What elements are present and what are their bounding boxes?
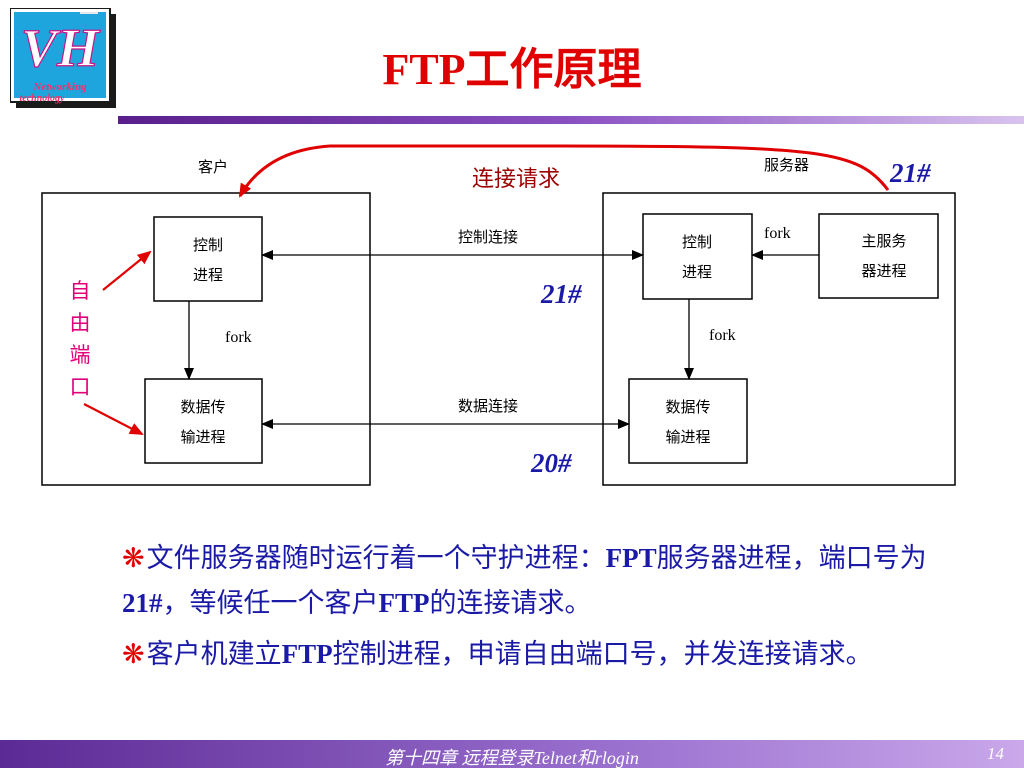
connection-request-arrow bbox=[238, 144, 890, 198]
server-control-line2: 进程 bbox=[682, 263, 712, 281]
client-data-line1: 数据传 bbox=[180, 398, 225, 416]
port-label-data: 20# bbox=[530, 448, 572, 478]
master-line1: 主服务 bbox=[861, 232, 906, 250]
bullet-text: ，等候任一个客户 bbox=[162, 588, 379, 619]
master-server-process bbox=[818, 213, 939, 299]
bullet-text: 控制进程，申请自由端口号，并发连接请求。 bbox=[332, 639, 873, 670]
client-fork-label: fork bbox=[225, 329, 252, 346]
title-divider bbox=[118, 116, 1024, 124]
data-connection-label: 数据连接 bbox=[458, 397, 518, 415]
request-label: 连接请求 bbox=[472, 167, 560, 192]
free-port-char-1: 自 bbox=[70, 279, 91, 303]
client-data-line2: 输进程 bbox=[180, 428, 225, 446]
client-box bbox=[41, 192, 371, 486]
server-data-line2: 输进程 bbox=[665, 428, 710, 446]
bullet-text: 文件服务器随时运行着一个守护进程： bbox=[146, 543, 606, 574]
bullet-text: 的连接请求。 bbox=[429, 588, 592, 619]
vh-networking-logo: VH Networking technology bbox=[10, 8, 116, 108]
bullet-marker-icon: ❋ bbox=[122, 639, 145, 670]
bullet-marker-icon: ❋ bbox=[122, 543, 145, 574]
page-number: 14 bbox=[987, 744, 1004, 763]
server-control-process bbox=[642, 213, 753, 300]
client-control-process bbox=[153, 216, 263, 302]
svg-text:VH: VH bbox=[21, 18, 101, 78]
master-line2: 器进程 bbox=[861, 262, 906, 280]
free-port-char-3: 端 bbox=[70, 343, 91, 367]
client-data-process bbox=[144, 378, 263, 464]
bullet-text: 服务器进程，端口号为 bbox=[656, 543, 927, 574]
bullet-item: ❋客户机建立FTP控制进程，申请自由端口号，并发连接请求。 bbox=[122, 632, 952, 677]
server-data-process bbox=[628, 378, 748, 464]
svg-text:Networking: Networking bbox=[32, 81, 87, 93]
port-label-top: 21# bbox=[889, 158, 931, 188]
free-port-char-2: 由 bbox=[70, 311, 91, 335]
free-port-arrow-control bbox=[102, 250, 152, 291]
port-label-control: 21# bbox=[540, 279, 582, 309]
server-box bbox=[602, 192, 956, 486]
bullet-text: FTP bbox=[281, 639, 333, 669]
footer-chapter-title: 第十四章 远程登录Telnet和rlogin bbox=[385, 748, 639, 768]
control-connection-label: 控制连接 bbox=[458, 228, 518, 246]
free-port-char-4: 口 bbox=[70, 375, 91, 399]
slide-title: FTP工作原理 bbox=[382, 45, 642, 94]
server-data-line1: 数据传 bbox=[665, 398, 710, 416]
bullet-text: FTP bbox=[378, 588, 430, 618]
client-control-line2: 进程 bbox=[193, 266, 223, 284]
client-control-line1: 控制 bbox=[193, 236, 223, 254]
free-port-arrow-data bbox=[83, 403, 144, 435]
server-fork-left-label: fork bbox=[764, 225, 791, 242]
server-fork-down-label: fork bbox=[709, 327, 736, 344]
bullet-item: ❋文件服务器随时运行着一个守护进程：FPT服务器进程，端口号为 21#，等候任一个… bbox=[122, 536, 952, 626]
ftp-diagram: 客户 服务器 控制 进程 数据传 输进程 控制 进程 数据传 输进程 主服务 器… bbox=[41, 144, 956, 486]
client-label: 客户 bbox=[198, 158, 228, 176]
server-control-line1: 控制 bbox=[682, 233, 712, 251]
server-label: 服务器 bbox=[764, 156, 809, 174]
footer-bar: 第十四章 远程登录Telnet和rlogin 14 bbox=[0, 740, 1024, 768]
bullet-text: 客户机建立 bbox=[146, 639, 282, 670]
bullet-text: 21# bbox=[122, 588, 163, 618]
svg-text:technology: technology bbox=[20, 93, 66, 104]
bullet-list: ❋文件服务器随时运行着一个守护进程：FPT服务器进程，端口号为21#，等候任一个… bbox=[122, 536, 952, 683]
bullet-text: FPT bbox=[605, 543, 657, 573]
